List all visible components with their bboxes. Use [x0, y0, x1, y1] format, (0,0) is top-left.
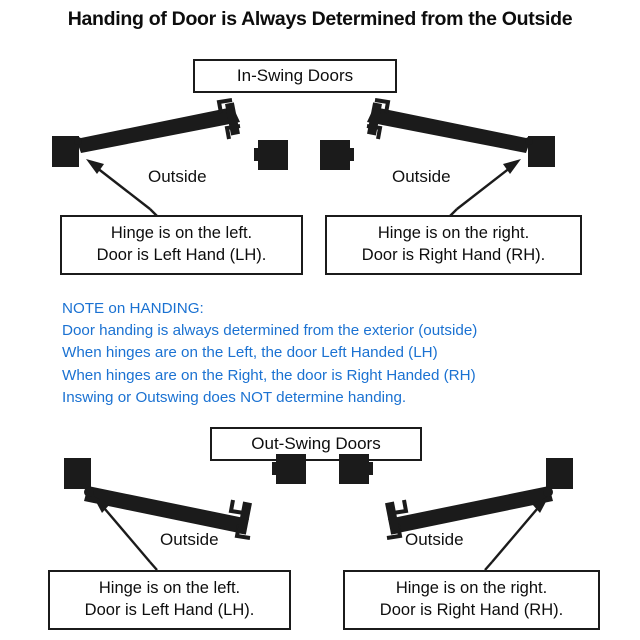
latch-bracket-upper-right-out [392, 499, 409, 515]
strike-jamb-notch-right [349, 148, 354, 161]
hinge-pivot-left-out [84, 487, 94, 497]
latch-bracket-upper-left-out [228, 499, 245, 515]
out-swing-left-door [64, 458, 252, 540]
section-header-in-swing-label: In-Swing Doors [236, 66, 354, 85]
leader-stub-left-out [149, 561, 158, 571]
callout-in-swing-right: Hinge is on the right. Door is Right Han… [325, 215, 582, 275]
callout-in-swing-left-line1: Hinge is on the left. [110, 224, 253, 243]
arrow-head-right [503, 159, 521, 174]
callout-in-swing-left-line2: Door is Left Hand (LH). [96, 246, 267, 264]
strike-jamb-block-left [258, 140, 288, 170]
door-leaf-right-out [388, 486, 553, 534]
section-header-in-swing: In-Swing Doors [193, 59, 397, 93]
latch-edge-left [225, 102, 240, 136]
strike-jamb-notch-left-out [272, 462, 277, 475]
center-jamb-blocks-in-swing [254, 140, 354, 170]
callout-arrows-out-swing [93, 496, 549, 563]
leader-stub-left [149, 208, 158, 217]
arrow-head-left-out [93, 496, 110, 513]
leader-stub-right-out [484, 561, 493, 571]
section-header-out-swing-label: Out-Swing Doors [251, 434, 381, 453]
arrow-line-left [91, 163, 151, 210]
leader-stub-right [449, 208, 458, 217]
callout-in-swing-left: Hinge is on the left. Door is Left Hand … [60, 215, 303, 275]
latch-bracket-upper-left [216, 98, 233, 114]
arrow-line-left-out [98, 501, 151, 563]
hinge-pivot-left [74, 137, 82, 145]
callout-out-swing-right-line1: Hinge is on the right. [395, 579, 548, 598]
door-leaf-left [76, 107, 240, 153]
outside-label-out-swing-left: Outside [160, 530, 219, 549]
note-heading: NOTE on HANDING: [62, 300, 204, 317]
outside-label-in-swing-right: Outside [392, 167, 451, 186]
callout-out-swing-right-line2: Door is Right Hand (RH). [379, 601, 564, 619]
hinge-jamb-block-right-out [546, 458, 573, 489]
callout-arrows-in-swing [86, 159, 521, 210]
note-line-3: When hinges are on the Right, the door i… [62, 366, 476, 384]
latch-edge-left-out [237, 501, 252, 535]
latch-edge-right-out [385, 501, 400, 535]
hinge-pivot-right-out [543, 487, 553, 497]
latch-edge-right [367, 102, 382, 136]
note-line-2: When hinges are on the Left, the door Le… [62, 344, 438, 362]
note-line-4: Inswing or Outswing does NOT determine h… [62, 388, 407, 406]
callout-out-swing-right: Hinge is on the right. Door is Right Han… [343, 570, 600, 630]
page-title: Handing of Door is Always Determined fro… [67, 8, 573, 30]
strike-jamb-notch-left [254, 148, 259, 161]
strike-jamb-block-right-out [339, 454, 369, 484]
hinge-jamb-block-left-out [64, 458, 91, 489]
callout-in-swing-right-line1: Hinge is on the right. [377, 224, 530, 243]
arrow-line-right [456, 163, 516, 210]
latch-bracket-upper-right [374, 98, 391, 114]
arrow-head-right-out [532, 496, 549, 513]
in-swing-door-graphics [52, 98, 555, 217]
hinge-pivot-right [525, 137, 533, 145]
callout-out-swing-left: Hinge is on the left. Door is Left Hand … [48, 570, 291, 630]
out-swing-door-graphics [64, 454, 573, 571]
note-block: NOTE on HANDING: Door handing is always … [62, 298, 477, 409]
callout-out-swing-left-line1: Hinge is on the left. [98, 579, 241, 598]
in-swing-right-door [366, 98, 555, 167]
arrow-head-left [86, 159, 104, 174]
strike-jamb-block-left-out [276, 454, 306, 484]
section-header-out-swing: Out-Swing Doors [210, 427, 422, 461]
center-jamb-blocks-out-swing [272, 454, 373, 484]
outside-label-out-swing-right: Outside [405, 530, 464, 549]
strike-jamb-notch-right-out [368, 462, 373, 475]
callout-out-swing-left-line2: Door is Left Hand (LH). [84, 601, 255, 619]
arrow-line-right-out [491, 501, 544, 563]
door-leaf-right [367, 107, 531, 153]
door-leaf-left-out [84, 486, 249, 534]
in-swing-left-door [52, 98, 241, 167]
outside-label-in-swing-left: Outside [148, 167, 207, 186]
strike-jamb-block-right [320, 140, 350, 170]
out-swing-right-door [385, 458, 573, 540]
callout-in-swing-right-line2: Door is Right Hand (RH). [361, 246, 546, 264]
note-line-1: Door handing is always determined from t… [62, 322, 478, 340]
